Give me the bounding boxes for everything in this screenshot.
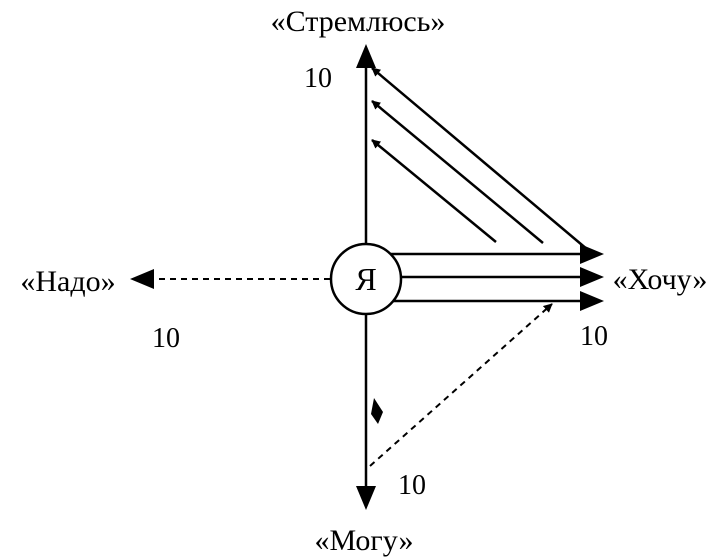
lower-axis-mark <box>371 398 383 424</box>
axis-left-label: «Надо» <box>20 265 115 298</box>
center-circle <box>329 242 403 316</box>
axis-up-scale: 10 <box>304 63 332 94</box>
axis-left-arrowhead <box>130 269 154 289</box>
axis-down-scale: 10 <box>398 470 426 501</box>
axis-right-label: «Хочу» <box>613 263 708 296</box>
dashed-diagonal-arrow <box>369 303 553 467</box>
diagonal-arrow-outer <box>371 67 589 251</box>
axis-up-arrowhead <box>356 44 376 68</box>
center-label: Я <box>355 261 376 297</box>
diagonal-arrow-middle <box>371 100 544 244</box>
diagonal-arrow-inner <box>371 139 497 243</box>
axis-up-label: «Стремлюсь» <box>271 5 446 38</box>
axis-down-arrowhead <box>356 486 376 510</box>
axis-left-scale: 10 <box>152 323 180 354</box>
axis-down-label: «Могу» <box>315 524 414 557</box>
right-arrow-middle-head <box>580 267 604 287</box>
right-arrow-bottom-head <box>580 291 604 311</box>
axis-right-scale: 10 <box>580 321 608 352</box>
